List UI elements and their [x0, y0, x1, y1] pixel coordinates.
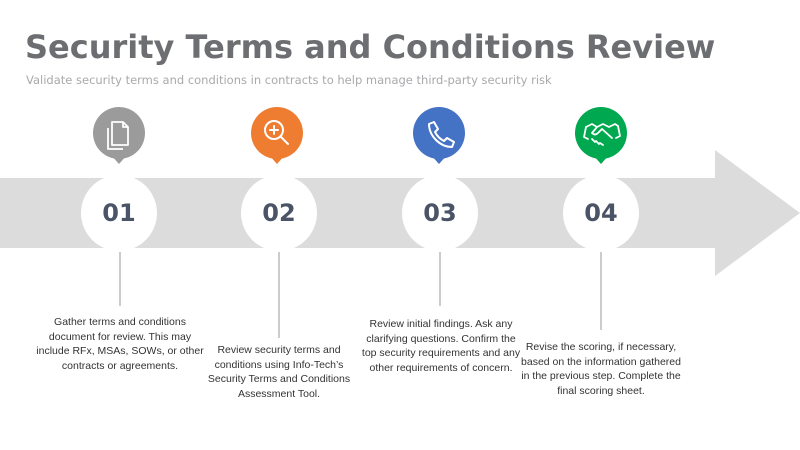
step-circle-01: [81, 175, 157, 251]
pin-03: [413, 107, 465, 164]
page-title: Security Terms and Conditions Review: [25, 28, 716, 66]
pin-02: [251, 107, 303, 164]
step-description-04: Revise the scoring, if necessary, based …: [521, 341, 681, 397]
step-number-01: 01: [102, 199, 136, 227]
step-description-02: Review security terms and conditions usi…: [207, 344, 351, 400]
step-number-02: 02: [262, 199, 296, 227]
step-description-01: Gather terms and conditions document for…: [36, 316, 204, 372]
documents-icon: [107, 121, 129, 150]
phone-icon: [428, 121, 455, 148]
magnifier-plus-icon: [264, 120, 289, 145]
step-circle-02: [241, 175, 317, 251]
pin-04: [575, 107, 627, 164]
step-circle-04: [563, 175, 639, 251]
page-subtitle: Validate security terms and conditions i…: [26, 73, 552, 87]
handshake-icon: [583, 123, 621, 146]
pin-01: [93, 107, 145, 164]
step-number-03: 03: [423, 199, 457, 227]
step-number-04: 04: [584, 199, 618, 227]
step-circle-03: [402, 175, 478, 251]
step-description-03: Review initial findings. Ask any clarify…: [361, 318, 521, 374]
